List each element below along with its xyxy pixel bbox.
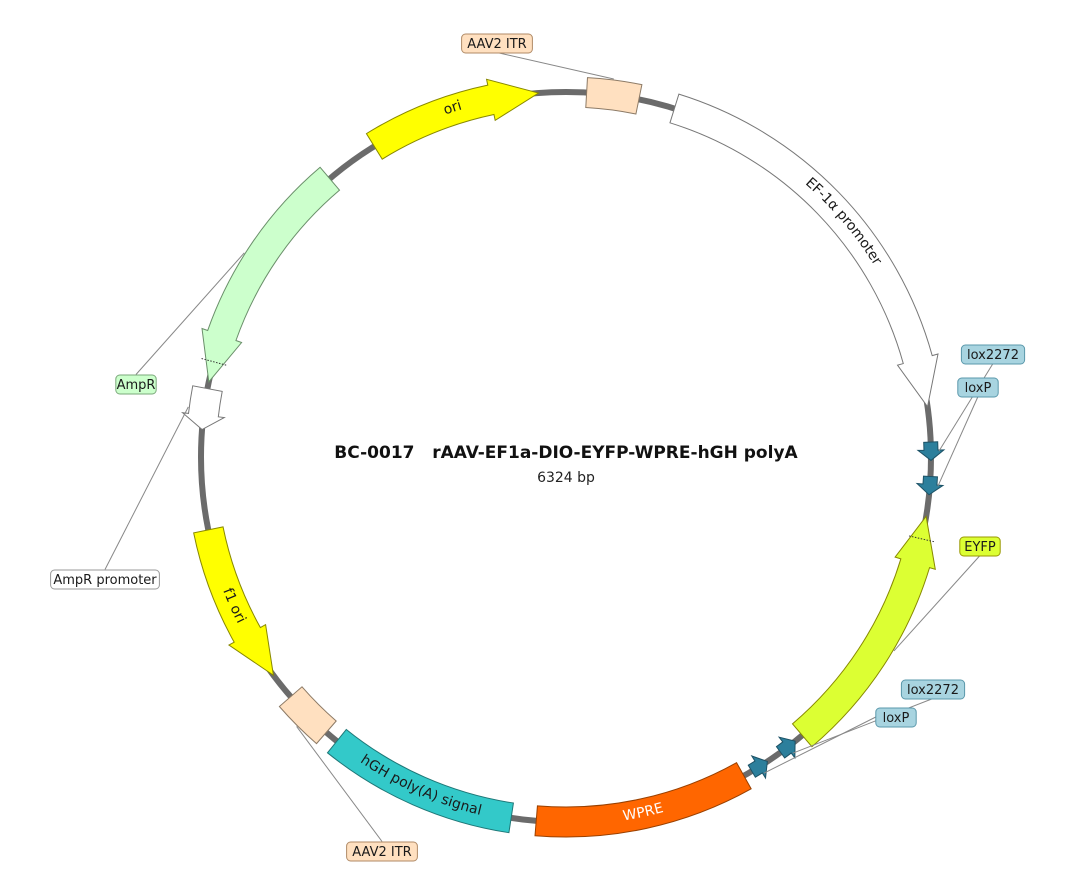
feature-ampr-segment-mark (200, 357, 227, 366)
feature-loxp-b[interactable] (747, 755, 768, 780)
label-ampr-text: AmpR (117, 378, 156, 393)
label-lox2272-b-box (900, 679, 966, 700)
label-loxp-a[interactable]: loxP (937, 377, 999, 487)
leader-line-lox2272-a (938, 363, 994, 452)
plasmid-name: BC-0017 rAAV-EF1a-DIO-EYFP-WPRE-hGH poly… (334, 443, 798, 463)
label-ampr-promoter-text: AmpR promoter (53, 573, 157, 588)
feature-lox2272-b[interactable] (775, 736, 796, 760)
label-eyfp-text: EYFP (964, 540, 996, 555)
leader-line-eyfp (893, 555, 981, 652)
label-lox2272-a-box (960, 344, 1026, 365)
label-ampr-promoter-box (50, 569, 160, 590)
plasmid-length: 6324 bp (537, 470, 595, 486)
feature-lox2272-a[interactable] (916, 441, 946, 462)
feature-hgh-polya[interactable] (326, 728, 514, 834)
feature-ampr-promoter[interactable] (180, 385, 226, 431)
label-lox2272-b-text: lox2272 (907, 683, 959, 698)
label-aav2-itr-top-text: AAV2 ITR (467, 37, 526, 52)
label-loxp-a-box (957, 377, 999, 398)
label-aav2-itr-bottom-box (346, 841, 418, 862)
leader-line-aav2-itr-bottom (296, 726, 383, 842)
label-lox2272-a-text: lox2272 (967, 348, 1019, 363)
leader-line-loxp-b (763, 716, 877, 774)
feature-loxp-a[interactable] (915, 475, 945, 496)
feature-ampr[interactable] (201, 166, 341, 384)
label-aav2-itr-bottom[interactable]: AAV2 ITR (296, 726, 418, 862)
feature-ori-name: ori (441, 98, 463, 119)
label-ampr-box (115, 374, 157, 395)
feature-aav2-itr-top[interactable] (585, 77, 643, 115)
label-aav2-itr-top[interactable]: AAV2 ITR (461, 33, 614, 80)
leader-line-ampr-promoter (104, 406, 189, 570)
label-lox2272-a[interactable]: lox2272 (938, 344, 1026, 452)
feature-ef1a-promoter[interactable] (669, 93, 939, 408)
label-loxp-a-text: loxP (965, 381, 992, 396)
label-loxp-b-text: loxP (883, 711, 910, 726)
feature-f1-ori[interactable] (193, 526, 275, 677)
feature-eyfp-segment-mark (908, 535, 935, 543)
label-aav2-itr-bottom-text: AAV2 ITR (352, 845, 411, 860)
label-ampr[interactable]: AmpR (115, 252, 245, 395)
feature-ef1a-promoter-name: EF-1α promoter (802, 175, 885, 269)
label-eyfp-box (959, 536, 1001, 557)
feature-ori[interactable] (365, 78, 540, 160)
label-eyfp[interactable]: EYFP (893, 536, 1001, 652)
feature-eyfp[interactable] (791, 515, 936, 748)
label-aav2-itr-top-box (461, 33, 533, 54)
leader-line-loxp-a (937, 396, 979, 487)
label-loxp-b-box (875, 707, 917, 728)
label-ampr-promoter[interactable]: AmpR promoter (50, 406, 189, 590)
label-lox2272-b[interactable]: lox2272 (792, 679, 966, 754)
leader-line-ampr (135, 252, 245, 375)
labels-layer: AAV2 ITR lox2272 loxP EYFP lox2272 loxP AAV2 I… (50, 33, 1026, 862)
feature-wpre[interactable] (534, 761, 752, 838)
label-loxp-b[interactable]: loxP (763, 707, 917, 774)
feature-aav2-itr-bottom[interactable] (278, 686, 337, 745)
leader-line-aav2-itr-top (496, 52, 614, 80)
